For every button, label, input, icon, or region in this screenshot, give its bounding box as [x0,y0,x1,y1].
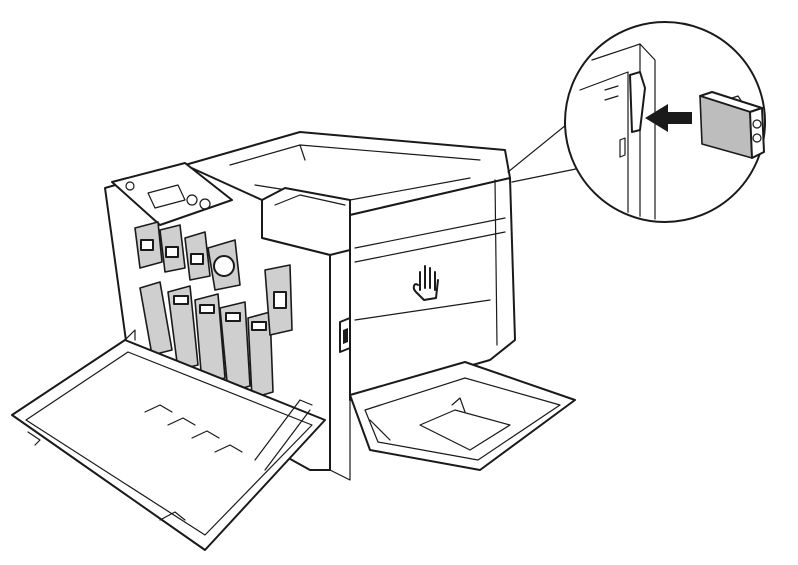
mp-tray-open [349,361,576,471]
insert-arrow [645,104,692,132]
control-button [125,181,135,191]
toner-cartridges-top [134,221,241,291]
control-panel [111,162,233,226]
printer-side-body [329,177,516,481]
control-button [199,198,211,210]
option-module [699,91,765,159]
control-button [186,194,198,206]
front-cover-open [11,329,326,551]
toner-cartridges-bottom [139,264,293,399]
slot-guide [629,71,646,133]
display-screen [147,184,186,209]
hand-icon [412,265,439,301]
